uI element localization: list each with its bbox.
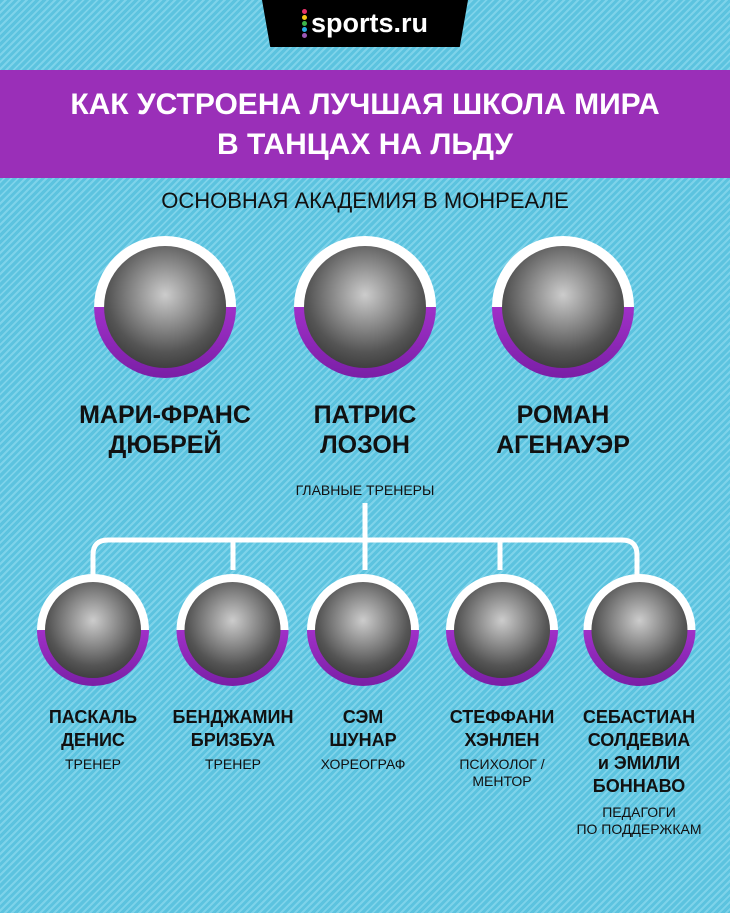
name-line: ПАТРИС [313, 401, 417, 429]
staff-card: БЕНДЖАМИН БРИЗБУА ТРЕНЕР [172, 574, 294, 773]
sports-ru-logo[interactable]: sports.ru [262, 0, 468, 47]
logo-text: sports.ru [310, 8, 429, 38]
staff-card: ПАСКАЛЬ ДЕНИС ТРЕНЕР [37, 574, 149, 773]
staff-card: СТЕФФАНИ ХЭНЛЕН ПСИХОЛОГ / МЕНТОР [446, 574, 558, 790]
name-line: ЛОЗОН [320, 431, 410, 459]
role: ХОРЕОГРАФ [320, 756, 406, 772]
portrait-photo [103, 246, 226, 368]
portrait-photo [315, 582, 411, 678]
name-line: МАРИ-ФРАНС [79, 401, 251, 429]
portrait-ring [294, 236, 436, 378]
portrait-photo [185, 582, 281, 678]
role: ТРЕНЕР [204, 756, 261, 772]
logo-dots-icon [301, 9, 307, 38]
name-line: ПАСКАЛЬ [48, 707, 138, 727]
name-line: ДЮБРЕЙ [108, 431, 222, 459]
portrait-photo [304, 246, 426, 368]
title-line-1: КАК УСТРОЕНА ЛУЧШАЯ ШКОЛА МИРА [70, 88, 660, 121]
title-banner: КАК УСТРОЕНА ЛУЧШАЯ ШКОЛА МИРА В ТАНЦАХ … [0, 70, 730, 178]
portrait-ring [93, 236, 236, 378]
name-line: СЭМ [342, 707, 384, 727]
name-line: РОМАН [516, 401, 610, 429]
portrait-ring [177, 574, 289, 686]
portrait-photo [502, 246, 624, 368]
name-line: АГЕНАУЭР [496, 431, 630, 459]
portrait-photo [45, 582, 141, 678]
name-line: ШУНАР [329, 730, 397, 750]
portrait-photo [454, 582, 550, 678]
staff-card: СЭМ ШУНАР ХОРЕОГРАФ [307, 574, 419, 773]
portrait-ring [583, 574, 695, 686]
head-coach-card: ПАТРИС ЛОЗОН [294, 236, 436, 460]
portrait-ring [37, 574, 149, 686]
name-line: ХЭНЛЕН [464, 730, 540, 750]
name-line: БРИЗБУА [190, 730, 276, 750]
name-line: БЕНДЖАМИН [172, 707, 294, 727]
name-line: СТЕФФАНИ [449, 707, 555, 727]
name-line: СОЛДЕВИА [587, 730, 691, 750]
head-coach-card: МАРИ-ФРАНС ДЮБРЕЙ [79, 236, 251, 460]
name-line: ДЕНИС [61, 730, 125, 750]
head-coaches-label: ГЛАВНЫЕ ТРЕНЕРЫ [295, 482, 435, 498]
subtitle: ОСНОВНАЯ АКАДЕМИЯ В МОНРЕАЛЕ [161, 188, 569, 213]
portrait-photo [591, 582, 687, 678]
portrait-ring [307, 574, 419, 686]
staff-card: СЕБАСТИАН СОЛДЕВИА и ЭМИЛИ БОННАВО ПЕДАГ… [576, 574, 702, 838]
role: ПО ПОДДЕРЖКАМ [576, 821, 702, 837]
role: МЕНТОР [472, 773, 532, 789]
title-line-2: В ТАНЦАХ НА ЛЬДУ [217, 128, 513, 161]
role: ПЕДАГОГИ [602, 804, 676, 820]
portrait-ring [446, 574, 558, 686]
role: ТРЕНЕР [64, 756, 121, 772]
head-coach-card: РОМАН АГЕНАУЭР [492, 236, 634, 460]
name-line: БОННАВО [592, 776, 686, 796]
portrait-ring [492, 236, 634, 378]
name-line: СЕБАСТИАН [582, 707, 696, 727]
role: ПСИХОЛОГ / [459, 756, 545, 772]
name-line: и ЭМИЛИ [597, 753, 681, 773]
